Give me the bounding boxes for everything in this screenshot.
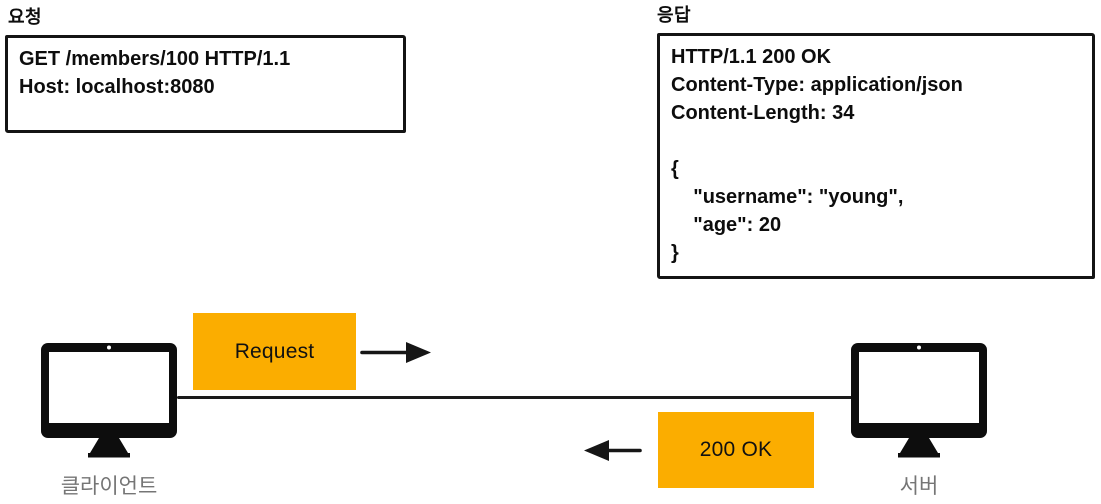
response-line: Content-Type: application/json: [671, 74, 963, 96]
response-line: [671, 127, 1092, 155]
arrow-right-icon: [360, 342, 431, 363]
request-message-box: GET /members/100 HTTP/1.1 Host: localhos…: [5, 35, 406, 133]
network-connection-line: [177, 396, 852, 399]
response-badge: 200 OK: [658, 412, 814, 488]
response-line: }: [671, 242, 679, 264]
response-line: HTTP/1.1 200 OK: [671, 46, 832, 68]
request-section-title: 요청: [8, 7, 43, 27]
request-badge: Request: [193, 313, 356, 390]
client-monitor-icon: [41, 343, 177, 458]
request-line: Host: localhost:8080: [19, 76, 215, 98]
response-line: "age": 20: [671, 214, 782, 236]
response-section-title: 응답: [657, 5, 692, 25]
client-label: 클라이언트: [60, 475, 158, 498]
response-badge-label: 200 OK: [699, 438, 773, 461]
response-message-box: HTTP/1.1 200 OK Content-Type: applicatio…: [657, 33, 1095, 279]
arrow-left-icon: [584, 440, 642, 461]
request-badge-label: Request: [234, 339, 315, 363]
server-label: 서버: [899, 475, 939, 498]
server-monitor-icon: [851, 343, 987, 458]
response-line: Content-Length: 34: [671, 102, 855, 124]
response-line: {: [671, 158, 679, 180]
request-line: GET /members/100 HTTP/1.1: [19, 48, 291, 70]
response-line: "username": "young",: [671, 186, 904, 208]
